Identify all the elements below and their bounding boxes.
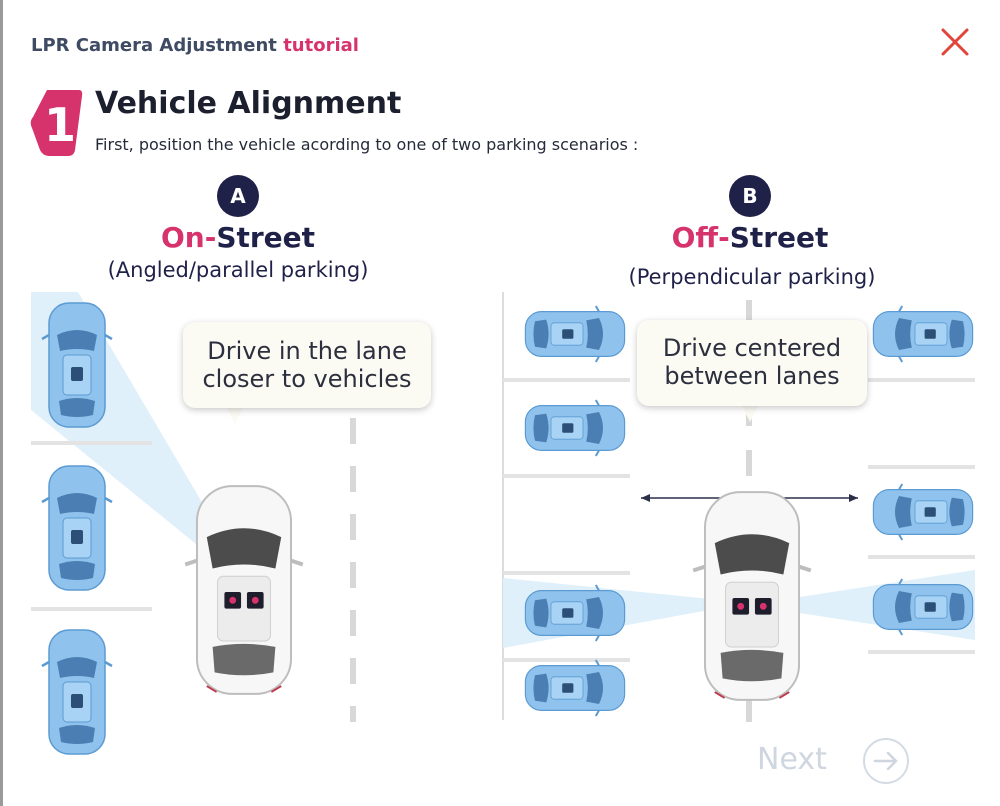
scenario-a-subtitle: (Angled/parallel parking) (107, 258, 369, 282)
callout-centered-tip-line1: Drive centered (662, 334, 842, 362)
scenario-a-title-rest: Street (216, 221, 316, 254)
callout-centered-tip: Drive centered between lanes (637, 320, 867, 406)
callout-lane-tip: Drive in the lane closer to vehicles (183, 322, 431, 408)
scenario-b-subtitle: (Perpendicular parking) (628, 265, 876, 289)
scenario-b-title-prefix: Off- (671, 221, 730, 254)
scenario-a-title: On-Street (88, 221, 388, 254)
callout-lane-tip-line2: closer to vehicles (202, 365, 412, 393)
window-edge (0, 0, 3, 806)
scenario-a-title-prefix: On- (160, 221, 217, 254)
scenario-b-title-rest: Street (729, 221, 829, 254)
close-icon[interactable] (938, 25, 972, 59)
callout-lane-tip-line1: Drive in the lane (207, 337, 407, 365)
step-title: Vehicle Alignment (95, 86, 402, 121)
scenario-a-badge: A (217, 175, 259, 217)
arrow-right-icon[interactable] (862, 737, 910, 785)
modal-title: LPR Camera Adjustment tutorial (31, 35, 359, 56)
scenario-b-badge: B (729, 175, 771, 217)
modal-title-main: LPR Camera Adjustment (31, 35, 277, 56)
callout-centered-tip-line2: between lanes (664, 362, 840, 390)
step-subtitle: First, position the vehicle acording to … (95, 135, 639, 154)
step-number: 1 (44, 98, 76, 152)
modal-title-accent: tutorial (283, 35, 359, 56)
next-button-label[interactable]: Next (757, 742, 827, 777)
scenario-b-title: Off-Street (600, 221, 900, 254)
step-number-badge: 1 (30, 90, 83, 156)
